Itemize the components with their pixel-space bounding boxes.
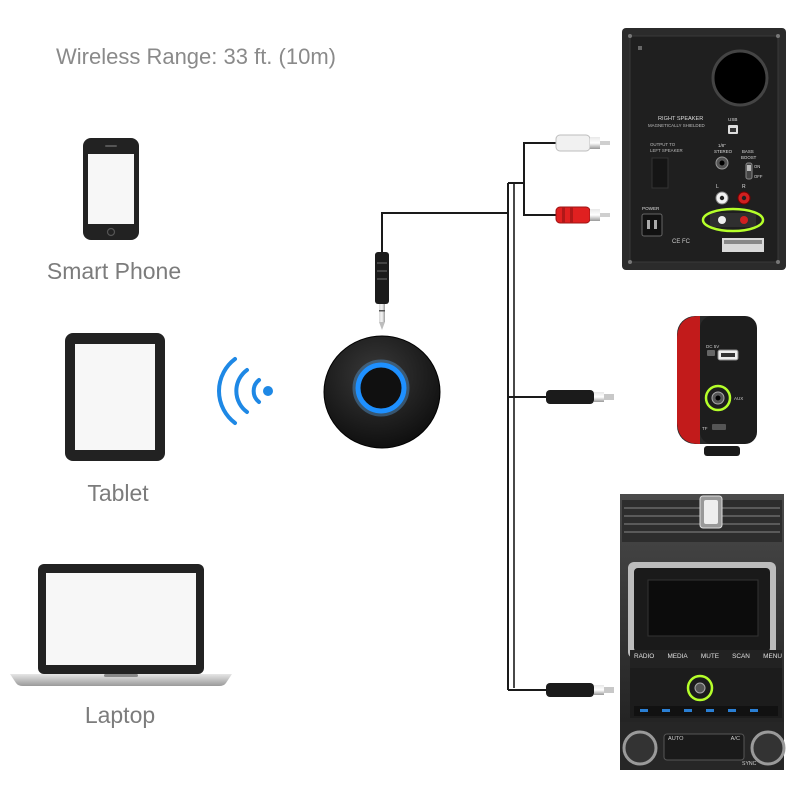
wireless-signal-icon [217,357,273,425]
aux-plug-car [546,683,614,697]
off-label: OFF [754,174,763,179]
output-label-2: LEFT SPEAKER [650,148,683,153]
dc-input-label: DC 5V [706,344,719,349]
tablet-icon [65,333,165,461]
certification-mark: CE FC [672,239,691,245]
car-button-menu[interactable]: MENU [763,653,782,660]
laptop-icon [10,564,232,686]
car-stereo [620,494,786,770]
transmitter-power-ring [355,362,407,414]
bluetooth-transmitter [323,335,441,449]
car-button-mute[interactable]: MUTE [700,653,719,660]
tablet-label: Tablet [87,480,149,506]
speaker-header-label: RIGHT SPEAKER [658,116,703,122]
aux-plug-portable [546,390,614,404]
on-label: ON [754,164,760,169]
car-button-row: RADIO MEDIA MUTE SCAN MENU [634,653,782,660]
stereo-label-2: STEREO [714,149,733,154]
rca-plug-white [555,134,610,152]
stereo-label-1: 1/8" [718,143,726,148]
output-label-1: OUTPUT TO [650,142,676,147]
aux-plug-transmitter [375,252,389,330]
right-channel-label: R [742,184,746,190]
rca-plug-red [555,206,610,224]
car-button-scan[interactable]: SCAN [732,653,750,660]
bass-port [711,49,769,107]
car-sync-label: SYNC [742,761,757,767]
car-aux-jack [694,682,706,694]
cable-network [381,142,556,691]
car-button-auto[interactable]: AUTO [668,736,684,742]
car-button-media[interactable]: MEDIA [667,653,688,660]
car-button-ac[interactable]: A/C [730,736,740,742]
bass-label-1: BASS [742,149,754,154]
portable-highlight-ring [704,384,732,412]
aux-label: AUX [734,396,743,401]
smartphone-label: Smart Phone [46,258,182,284]
cable-to-rca [508,142,556,216]
car-button-radio[interactable]: RADIO [634,653,655,660]
car-lower-button-row: AUTO A/C [668,736,740,742]
studio-speaker-rear: RIGHT SPEAKER MAGNETICALLY SHIELDED OUTP… [622,28,786,270]
car-highlight-ring [686,674,714,702]
tf-slot-label: TF [702,426,708,431]
bass-label-2: BOOST [741,155,757,160]
left-channel-label: L [716,184,719,190]
laptop-label: Laptop [84,702,156,728]
cable-from-transmitter [381,212,508,258]
portable-speaker: DC 5V AUX TF [677,316,757,456]
usb-label: USB [728,117,737,122]
wireless-range-title: Wireless Range: 33 ft. (10m) [56,44,336,69]
input-highlight-ring [701,207,765,233]
speaker-subheader-label: MAGNETICALLY SHIELDED [648,123,705,128]
smartphone-icon [83,138,139,240]
power-label: POWER [642,206,660,211]
